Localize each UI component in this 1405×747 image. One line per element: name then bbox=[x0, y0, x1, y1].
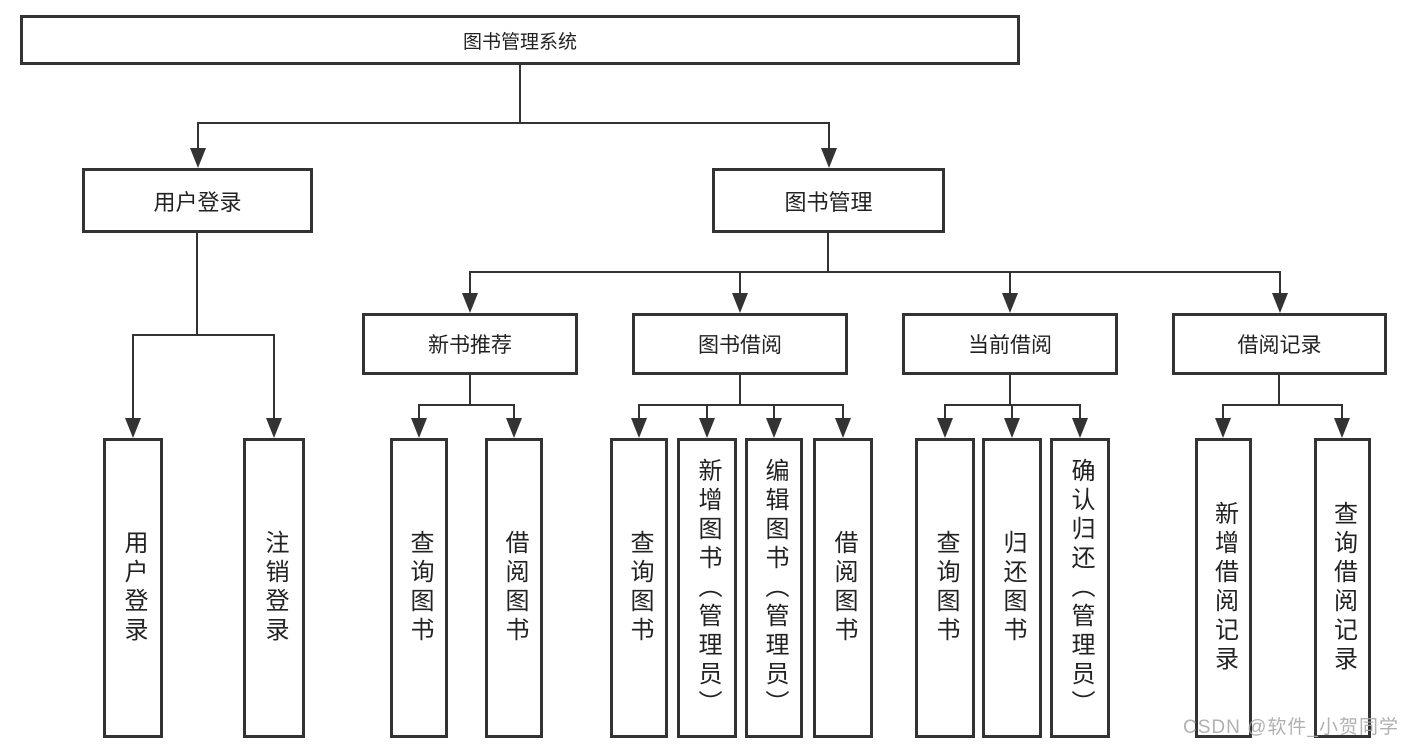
leaf-label: 编辑图书（管理员） bbox=[761, 457, 788, 719]
leaf-add-borrow-record: 新增借阅记录 bbox=[1195, 438, 1252, 738]
node-current-borrowing: 当前借阅 bbox=[902, 313, 1118, 375]
leaf-confirm-return-admin: 确认归还（管理员） bbox=[1050, 438, 1110, 738]
leaf-label: 借阅图书 bbox=[501, 530, 528, 646]
node-user-login: 用户登录 bbox=[82, 168, 313, 233]
leaf-query-book-recommend: 查询图书 bbox=[390, 438, 448, 738]
csdn-watermark: CSDN @软件_小贺同学 bbox=[1183, 717, 1399, 738]
node-book-management: 图书管理 bbox=[712, 168, 945, 233]
leaf-label: 用户登录 bbox=[120, 530, 147, 646]
node-library-system-root: 图书管理系统 bbox=[20, 15, 1020, 65]
leaf-query-book-current: 查询图书 bbox=[915, 438, 975, 738]
leaf-logout: 注销登录 bbox=[243, 438, 305, 738]
leaf-user-login: 用户登录 bbox=[103, 438, 163, 738]
leaf-label: 查询图书 bbox=[626, 530, 653, 646]
leaf-label: 查询图书 bbox=[932, 530, 959, 646]
leaf-add-book-admin: 新增图书（管理员） bbox=[677, 438, 737, 738]
leaf-label: 注销登录 bbox=[261, 530, 288, 646]
node-book-borrowing: 图书借阅 bbox=[632, 313, 848, 375]
leaf-edit-book-admin: 编辑图书（管理员） bbox=[745, 438, 803, 738]
leaf-borrow-book-borrowing: 借阅图书 bbox=[813, 438, 873, 738]
leaf-label: 归还图书 bbox=[999, 530, 1026, 646]
leaf-borrow-book-recommend: 借阅图书 bbox=[485, 438, 543, 738]
leaf-label: 查询图书 bbox=[406, 530, 433, 646]
leaf-query-borrow-record: 查询借阅记录 bbox=[1314, 438, 1371, 738]
leaf-return-book: 归还图书 bbox=[982, 438, 1042, 738]
node-borrowing-records: 借阅记录 bbox=[1172, 313, 1387, 375]
leaf-label: 新增借阅记录 bbox=[1210, 501, 1238, 675]
node-new-book-recommend: 新书推荐 bbox=[362, 313, 578, 375]
leaf-label: 查询借阅记录 bbox=[1329, 501, 1357, 675]
leaf-label: 借阅图书 bbox=[830, 530, 857, 646]
leaf-query-book-borrowing: 查询图书 bbox=[610, 438, 668, 738]
leaf-label: 新增图书（管理员） bbox=[694, 457, 721, 719]
leaf-label: 确认归还（管理员） bbox=[1067, 457, 1094, 719]
